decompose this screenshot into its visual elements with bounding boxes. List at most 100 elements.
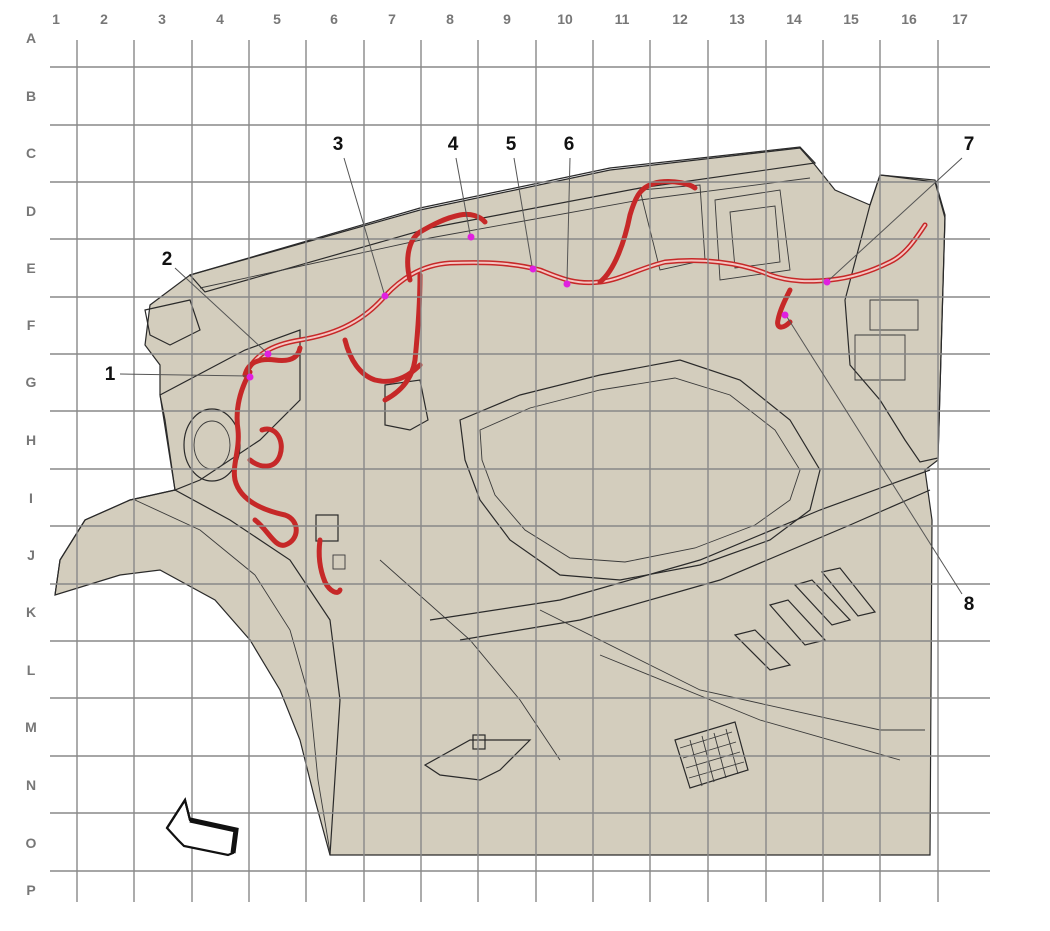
grid-column-label: 16 [901, 11, 917, 27]
harness-bottom-tail [316, 537, 343, 595]
relay-tag [332, 554, 346, 570]
harness-upper-branch [405, 211, 488, 283]
connector-dot-5 [529, 265, 537, 273]
grid-row-label: H [26, 432, 36, 448]
grid-row-label: O [26, 835, 37, 851]
harness-left-grommet [242, 345, 303, 378]
harness-left-loop [231, 369, 299, 548]
grid-row-label: E [26, 260, 35, 276]
vehicle-body [54, 146, 946, 856]
connector-dot-3 [381, 292, 389, 300]
grid-row-label: N [26, 777, 36, 793]
floor-opening-inner [479, 377, 801, 563]
grid-column-label: 6 [330, 11, 338, 27]
grid-row-label: C [26, 145, 36, 161]
bracket-stud [472, 734, 486, 750]
grid-column-label: 13 [729, 11, 745, 27]
callout-leader-6 [566, 157, 571, 282]
right-side-panel [844, 174, 946, 463]
callout-number-6: 6 [564, 134, 575, 155]
floor-channel-3 [793, 579, 852, 626]
grid-row-label: D [26, 203, 36, 219]
floor-rib-2 [599, 654, 901, 761]
harness-center-drop [382, 272, 423, 403]
grid-column-label: 1 [52, 11, 60, 27]
callout-leader-8 [786, 316, 963, 595]
grid-column-label: 9 [503, 11, 511, 27]
callout-number-1: 1 [105, 364, 116, 385]
grid-row-label: L [27, 662, 36, 678]
callout-leader-7 [828, 157, 963, 281]
grid-column-label: 3 [158, 11, 166, 27]
wiring-harness [231, 179, 928, 595]
floor-channel-4 [820, 567, 877, 617]
forward-arrow-icon [165, 797, 239, 857]
floor-channel-2 [768, 599, 827, 646]
relay-block [315, 514, 339, 542]
reference-grid [50, 40, 990, 902]
dash-bracket-3 [729, 205, 781, 269]
left-wall-bracket [144, 299, 201, 346]
grid-row-label: G [26, 374, 37, 390]
grid-column-label: 17 [952, 11, 968, 27]
connector-dot-4 [467, 233, 475, 241]
connector-dot-7 [823, 278, 831, 286]
floor-member-1 [429, 469, 931, 621]
callout-number-5: 5 [506, 134, 517, 155]
grid-row-label: I [29, 490, 33, 506]
callout-leader-1 [119, 373, 249, 377]
grid-column-label: 14 [786, 11, 802, 27]
fender-curve [134, 499, 331, 853]
harness-center-drop-2 [342, 337, 423, 384]
grid-row-label: K [26, 604, 36, 620]
callout-number-4: 4 [448, 134, 459, 155]
right-panel-box-2 [854, 334, 906, 381]
connector-dot-8 [781, 311, 789, 319]
floor-bracket [423, 739, 532, 781]
floor-opening [459, 359, 821, 581]
grid-column-label: 11 [615, 11, 630, 27]
callout-group: 1 2 3 4 5 6 7 8 [105, 134, 975, 615]
grid-row-labels: A B C D E F G H I J K L M N O P [25, 30, 37, 898]
left-inner-panel [159, 329, 301, 491]
callout-leader-2 [174, 267, 267, 353]
harness-main-trunk-core [244, 224, 926, 376]
harness-right-drop [775, 287, 793, 330]
callout-number-8: 8 [964, 594, 975, 615]
grid-column-label: 2 [100, 11, 108, 27]
callout-leader-4 [455, 157, 471, 235]
dash-bracket-2 [714, 189, 791, 281]
callout-number-2: 2 [162, 249, 173, 270]
left-fender [54, 489, 341, 856]
grid-column-label: 5 [273, 11, 281, 27]
grid-column-label: 15 [843, 11, 859, 27]
floor-rib-1 [539, 609, 925, 731]
grid-column-label: 12 [672, 11, 688, 27]
grid-row-label: P [26, 882, 35, 898]
grid-column-label: 8 [446, 11, 454, 27]
harness-left-down [247, 426, 284, 469]
floor-member-2 [459, 489, 931, 641]
center-connector-block [384, 379, 429, 431]
grid-row-label: M [25, 719, 37, 735]
connector-dot-1 [246, 373, 254, 381]
callout-number-7: 7 [964, 134, 975, 155]
grid-row-label: F [27, 317, 36, 333]
grid-column-label: 4 [216, 11, 224, 27]
grid-column-label: 7 [388, 11, 396, 27]
connector-dot-2 [264, 350, 272, 358]
floor-channel-1 [733, 629, 792, 671]
callout-leader-5 [513, 157, 533, 267]
floor-crossmember [379, 559, 561, 761]
right-panel-box [869, 299, 919, 331]
grid-column-label: 10 [557, 11, 573, 27]
grid-row-label: A [26, 30, 36, 46]
grid-row-label: J [27, 547, 35, 563]
cowl-inner-line [199, 177, 811, 289]
grid-row-label: B [26, 88, 36, 104]
connector-dot-6 [563, 280, 571, 288]
callout-leader-3 [343, 157, 385, 294]
callout-number-3: 3 [333, 134, 344, 155]
